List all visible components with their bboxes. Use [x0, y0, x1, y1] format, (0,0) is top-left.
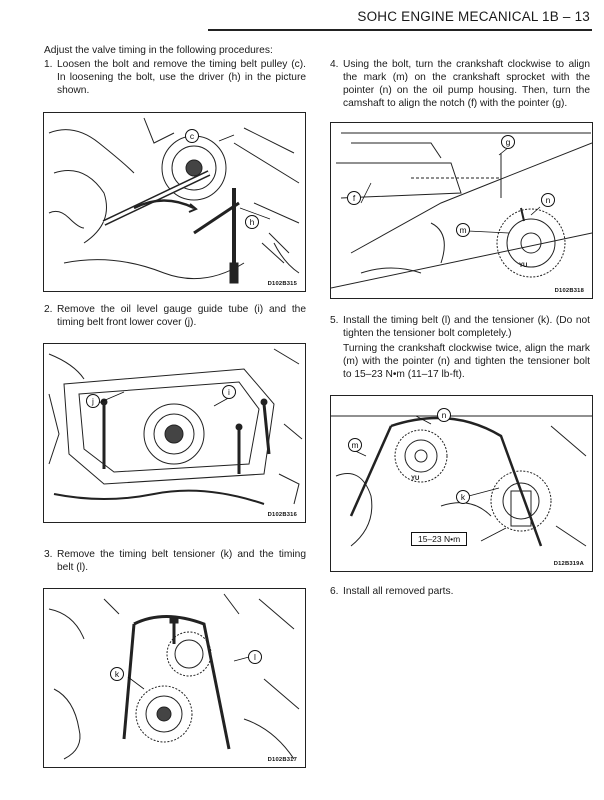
step-text: Install all removed parts. [343, 586, 454, 597]
callout-l: l [248, 650, 262, 664]
step-5: 5. Install the timing belt (l) and the t… [330, 314, 590, 381]
figure-3-drawing [48, 593, 300, 760]
step-1: 1. Loosen the bolt and remove the timing… [44, 58, 306, 97]
page-header: SOHC ENGINE MECANICAL 1B – 13 [0, 0, 604, 31]
callout-j: j [86, 394, 100, 408]
intro-text: Adjust the valve timing in the following… [44, 45, 273, 56]
header-rule [208, 29, 592, 31]
callout-i: i [222, 385, 236, 399]
step-4: 4. Using the bolt, turn the crankshaft c… [330, 58, 590, 110]
callout-f: f [347, 191, 361, 205]
step-text: Using the bolt, turn the crankshaft cloc… [343, 59, 590, 110]
step-5-text: Install the timing belt (l) and the tens… [343, 315, 590, 340]
figure-2-drawing [48, 348, 303, 505]
page-title: SOHC ENGINE MECANICAL 1B – 13 [357, 9, 590, 24]
callout-n: n [541, 193, 555, 207]
figure-1-drawing [48, 117, 300, 284]
figure-code: D102B315 [267, 281, 297, 287]
callout-g: g [501, 135, 515, 149]
callout-m: m [348, 438, 362, 452]
figure-code: D102B316 [267, 512, 297, 518]
step-number: 5. [330, 315, 339, 326]
step-number: 4. [330, 59, 339, 70]
callout-k: k [110, 667, 124, 681]
torque-label: 15–23 N•m [411, 532, 468, 546]
callout-k: k [456, 490, 470, 504]
step-6: 6. Install all removed parts. [330, 585, 590, 598]
figure-4-drawing [331, 132, 592, 289]
step-3: 3. Remove the timing belt tensioner (k) … [44, 548, 306, 574]
figure-5-drawing [331, 415, 592, 547]
figure-lower-cover: j i D102B316 [43, 343, 306, 523]
step-2: 2. Remove the oil level gauge guide tube… [44, 303, 306, 329]
sprocket-mark: YU [411, 476, 420, 482]
step-text: Loosen the bolt and remove the timing be… [57, 59, 306, 97]
figure-code: D102B317 [267, 757, 297, 763]
step-text: Remove the oil level gauge guide tube (i… [57, 304, 306, 329]
figure-code: D102B318 [554, 288, 584, 294]
figure-tensioner-belt: k l D102B317 [43, 588, 306, 768]
callout-m: m [456, 223, 470, 237]
figure-code: D12B319A [553, 561, 584, 567]
step-5-extra: Turning the crankshaft clockwise twice, … [343, 343, 590, 381]
callout-n: n [437, 408, 451, 422]
sprocket-mark: YU [519, 263, 528, 269]
figure-install-torque: n m k YU 15–23 N•m D12B319A [330, 395, 593, 572]
callout-c: c [185, 129, 199, 143]
callout-h: h [245, 215, 259, 229]
step-text: Remove the timing belt tensioner (k) and… [57, 549, 306, 574]
step-number: 6. [330, 586, 339, 597]
step-number: 1. [44, 59, 53, 70]
step-text: Install the timing belt (l) and the tens… [343, 314, 590, 381]
step-number: 2. [44, 304, 53, 315]
figure-alignment-marks: g f n m YU D102B318 [330, 122, 593, 299]
figure-pulley-removal: c h D102B315 [43, 112, 306, 292]
step-number: 3. [44, 549, 53, 560]
